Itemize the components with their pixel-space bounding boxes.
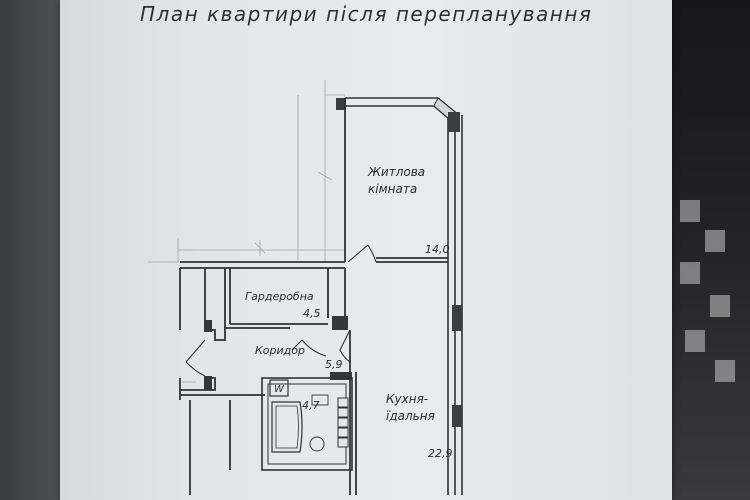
washer-mark: W [274,384,285,395]
sink [311,394,329,406]
interior-walls [179,98,448,495]
counter-cell [337,407,349,418]
toilet [309,436,325,452]
plan-sheet [60,0,672,500]
plan-title: План квартири після перепланування [140,2,593,26]
room-name-wardrobe: Гардеробна [245,290,314,303]
kitchen-counter [337,397,349,448]
corridor-door [291,339,327,357]
room-area-wardrobe: 4,5 [303,307,321,320]
dimension-tick [254,242,266,254]
wall-line-outer [345,97,456,495]
background-photo [680,262,700,284]
bathtub-inner [275,405,299,449]
room-area-bathroom: 4,7 [302,399,320,412]
wall-column [204,320,212,332]
wall-column [332,316,348,330]
room-name-living: Житлова [367,165,425,179]
room-name-living-line2: кімната [368,182,417,196]
window-pier [452,305,462,331]
bathroom-outline [261,377,353,471]
dimension-lines [148,80,345,383]
bathroom [261,377,353,471]
window-pier [448,112,460,132]
entrance-door [185,339,206,377]
bathtub [271,401,303,453]
doors [185,244,377,377]
background-photo [685,330,705,352]
wall-columns [204,316,352,390]
washer-box [269,379,289,397]
background-photo [680,200,700,222]
wall-column [330,372,352,380]
room-area-corridor: 5,9 [325,358,343,371]
living-room-door [347,244,377,263]
counter-cell [337,417,349,428]
background-photo [715,360,735,382]
room-name-corridor: Коридор [255,344,305,357]
room-name-kitchen: Кухня- [386,392,428,406]
counter-cell [337,397,349,408]
window-pier [452,405,462,427]
background-photo [710,295,730,317]
counter-cell [337,437,349,448]
room-name-kitchen-line2: їдальня [386,409,435,423]
room-area-living: 14,0 [425,243,450,256]
wall-column [336,98,346,110]
exterior-wall [336,97,463,495]
kitchen-door [339,329,351,363]
room-area-kitchen: 22,9 [428,447,453,460]
counter-cell [337,427,349,438]
dimension-tick [317,171,333,181]
background-photo [705,230,725,252]
wall-column [204,376,212,390]
